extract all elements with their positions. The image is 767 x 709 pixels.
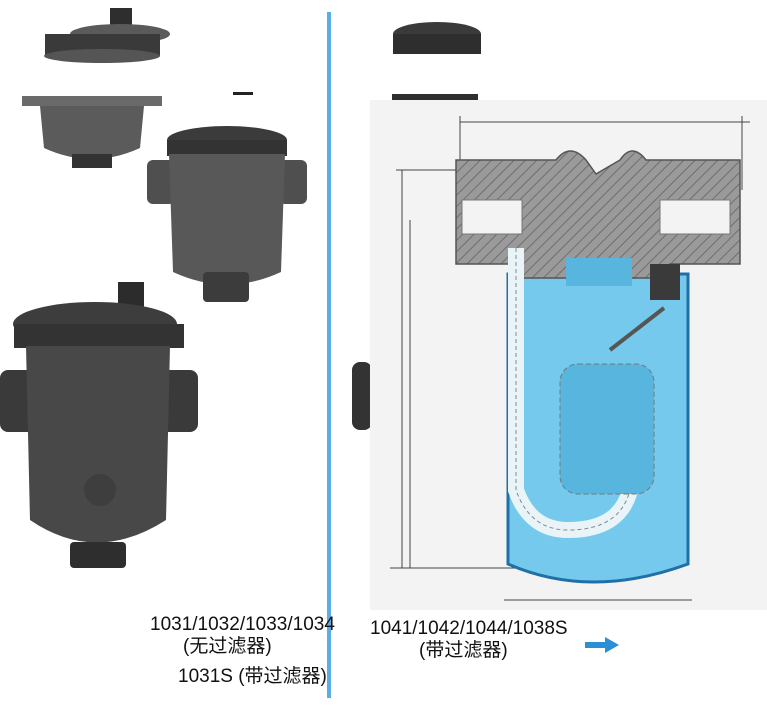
panel-divider <box>327 12 331 698</box>
trap-photo-small-front <box>22 96 162 168</box>
trap-photo-medium <box>147 126 307 302</box>
trap-photo-cap-right <box>392 22 481 102</box>
trap-photo-edge-right <box>352 362 372 430</box>
cutaway-diagram <box>370 100 767 610</box>
left-model-caption: 1031/1032/1033/1034 <box>150 614 335 635</box>
trap-photo-large <box>0 282 198 568</box>
arrow-right-icon <box>585 637 619 653</box>
left-alt-caption: 1031S (带过滤器) <box>178 666 327 687</box>
right-model-caption: 1041/1042/1044/1038S <box>370 618 568 639</box>
photo-dash-mark <box>233 92 253 95</box>
right-variant-caption: (带过滤器) <box>419 640 508 661</box>
trap-photo-cap-top <box>44 8 170 63</box>
left-variant-caption: (无过滤器) <box>183 636 272 657</box>
